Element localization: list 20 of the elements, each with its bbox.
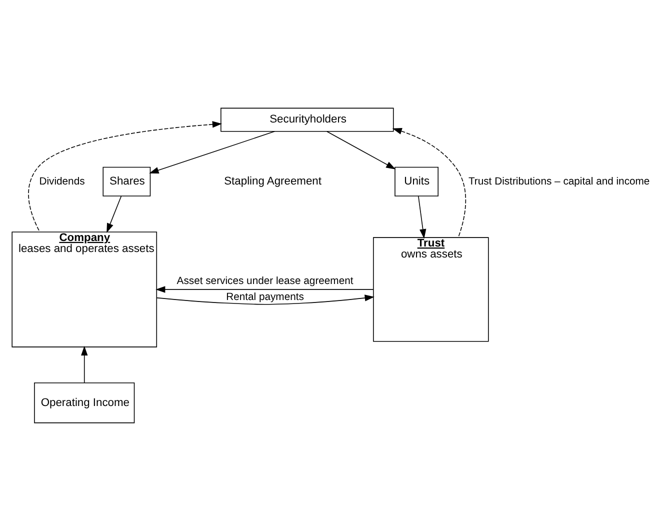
arrow xyxy=(418,196,426,239)
edge-label: Dividends xyxy=(39,176,85,188)
arrow xyxy=(392,128,466,238)
node-box: Shares xyxy=(102,166,151,196)
node-box: Company leases and operates assets xyxy=(12,232,158,348)
edge-label: Rental payments xyxy=(226,292,304,304)
arrow xyxy=(156,294,374,305)
node-box: Operating Income xyxy=(34,382,135,424)
edge-label: Trust Distributions – capital and income xyxy=(468,176,650,188)
arrow xyxy=(149,131,276,174)
node-box: Securityholders xyxy=(220,108,394,132)
arrow xyxy=(28,121,222,232)
arrow xyxy=(156,286,374,293)
label: Stapling Agreement xyxy=(224,176,322,188)
node-box: Trust owns assets xyxy=(373,237,489,342)
arrow xyxy=(326,131,396,170)
arrow xyxy=(81,346,88,384)
node-box: Units xyxy=(394,166,438,196)
arrow xyxy=(106,196,122,233)
edge-label: Asset services under lease agreement xyxy=(176,276,354,288)
